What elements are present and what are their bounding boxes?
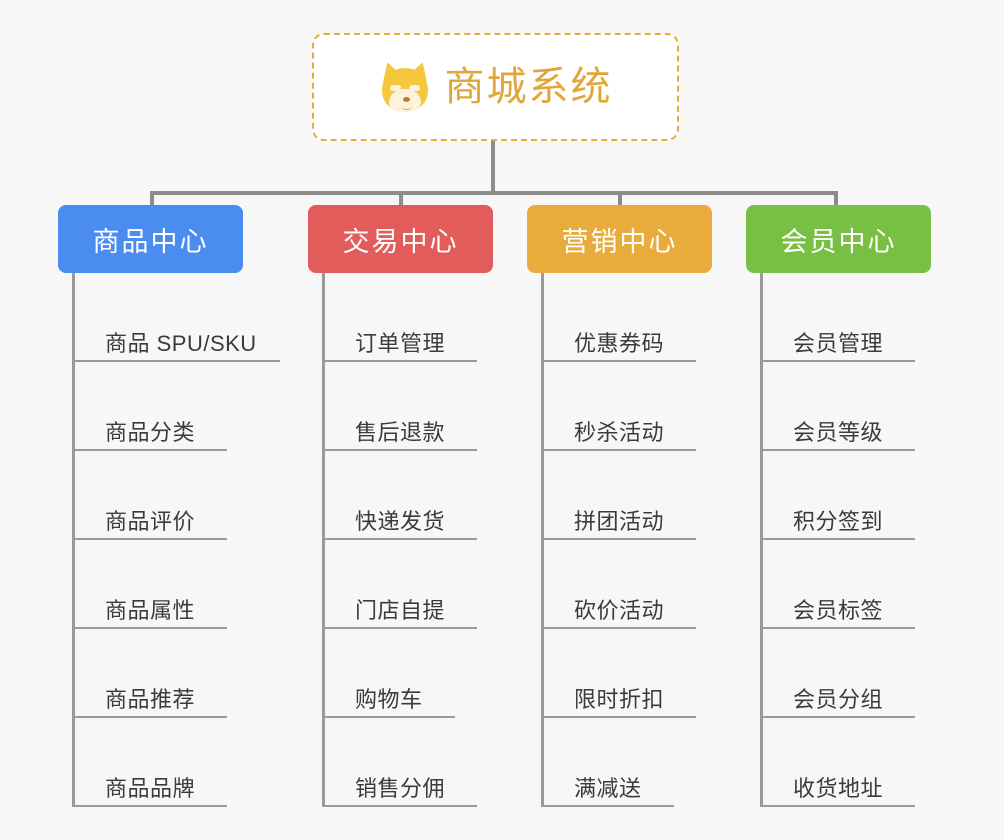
category-box-marketing-center[interactable]: 营销中心 <box>527 205 712 273</box>
leaf-item[interactable]: 商品 SPU/SKU <box>72 273 280 362</box>
leaf-item-label: 拼团活动 <box>574 508 665 534</box>
leaf-item-label: 商品评价 <box>105 508 196 534</box>
drop-connector-product-center <box>150 191 154 205</box>
category-box-trade-center[interactable]: 交易中心 <box>308 205 493 273</box>
leaf-item-label: 购物车 <box>355 686 423 712</box>
root-title: 商城系统 <box>444 65 613 109</box>
drop-connector-trade-center <box>398 191 403 205</box>
leaf-item-label: 快递发货 <box>355 508 446 534</box>
vertical-rail-trade-center <box>322 273 325 807</box>
leaf-item[interactable]: 商品推荐 <box>72 629 227 718</box>
leaf-item[interactable]: 满减送 <box>541 718 674 807</box>
leaf-item[interactable]: 拼团活动 <box>541 451 696 540</box>
leaf-item-label: 会员标签 <box>793 597 884 623</box>
leaf-column-member-center: 会员管理会员等级积分签到会员标签会员分组收货地址 <box>760 273 1000 807</box>
vertical-rail-product-center <box>72 273 75 807</box>
leaf-item-label: 售后退款 <box>355 419 446 445</box>
leaf-item-label: 砍价活动 <box>574 597 665 623</box>
leaf-item[interactable]: 积分签到 <box>760 451 915 540</box>
leaf-item[interactable]: 收货地址 <box>760 718 915 807</box>
category-label: 交易中心 <box>342 226 459 257</box>
drop-connector-member-center <box>834 191 838 205</box>
leaf-item[interactable]: 会员分组 <box>760 629 915 718</box>
leaf-item-label: 积分签到 <box>793 508 884 534</box>
root-node-shop-system[interactable]: 商城系统 <box>312 33 679 141</box>
leaf-item-label: 销售分佣 <box>355 775 446 801</box>
leaf-item-label: 会员分组 <box>793 686 884 712</box>
leaf-item-label: 商品品牌 <box>105 775 196 801</box>
leaf-item[interactable]: 商品分类 <box>72 362 227 451</box>
vertical-rail-marketing-center <box>541 273 544 807</box>
category-label: 会员中心 <box>780 226 897 257</box>
leaf-item-label: 秒杀活动 <box>574 419 665 445</box>
horizontal-bus-connector <box>150 191 838 195</box>
leaf-item[interactable]: 快递发货 <box>322 451 477 540</box>
leaf-item[interactable]: 商品品牌 <box>72 718 227 807</box>
leaf-item[interactable]: 秒杀活动 <box>541 362 696 451</box>
drop-connector-marketing-center <box>617 191 622 205</box>
leaf-item-label: 收货地址 <box>793 775 884 801</box>
leaf-item[interactable]: 购物车 <box>322 629 455 718</box>
leaf-item-label: 订单管理 <box>355 330 446 356</box>
leaf-item-label: 商品推荐 <box>105 686 196 712</box>
leaf-item[interactable]: 优惠券码 <box>541 273 696 362</box>
leaf-column-trade-center: 订单管理售后退款快递发货门店自提购物车销售分佣 <box>322 273 562 807</box>
category-box-member-center[interactable]: 会员中心 <box>746 205 931 273</box>
leaf-item-label: 会员等级 <box>793 419 884 445</box>
leaf-item[interactable]: 商品评价 <box>72 451 227 540</box>
leaf-item-label: 商品属性 <box>105 597 196 623</box>
trunk-connector <box>491 141 495 195</box>
vertical-rail-member-center <box>760 273 763 807</box>
leaf-item[interactable]: 订单管理 <box>322 273 477 362</box>
leaf-item-label: 商品分类 <box>105 419 196 445</box>
leaf-item-label: 门店自提 <box>355 597 446 623</box>
leaf-item[interactable]: 砍价活动 <box>541 540 696 629</box>
leaf-item[interactable]: 商品属性 <box>72 540 227 629</box>
leaf-column-product-center: 商品 SPU/SKU 商品分类商品评价商品属性商品推荐商品品牌 <box>72 273 312 807</box>
leaf-item[interactable]: 会员管理 <box>760 273 915 362</box>
leaf-item[interactable]: 销售分佣 <box>322 718 477 807</box>
leaf-item-label: 满减送 <box>574 775 642 801</box>
leaf-item[interactable]: 会员标签 <box>760 540 915 629</box>
leaf-item[interactable]: 门店自提 <box>322 540 477 629</box>
leaf-item-label: 限时折扣 <box>574 686 665 712</box>
leaf-column-marketing-center: 优惠券码秒杀活动拼团活动砍价活动限时折扣满减送 <box>541 273 781 807</box>
category-label: 商品中心 <box>92 226 209 257</box>
leaf-item[interactable]: 会员等级 <box>760 362 915 451</box>
leaf-item[interactable]: 售后退款 <box>322 362 477 451</box>
category-box-product-center[interactable]: 商品中心 <box>58 205 243 273</box>
shiba-dog-icon <box>377 59 432 113</box>
leaf-item-label: 会员管理 <box>793 330 884 356</box>
leaf-item[interactable]: 限时折扣 <box>541 629 696 718</box>
leaf-item-label: 商品 SPU/SKU <box>105 330 257 356</box>
category-label: 营销中心 <box>561 226 678 257</box>
leaf-item-label: 优惠券码 <box>574 330 665 356</box>
